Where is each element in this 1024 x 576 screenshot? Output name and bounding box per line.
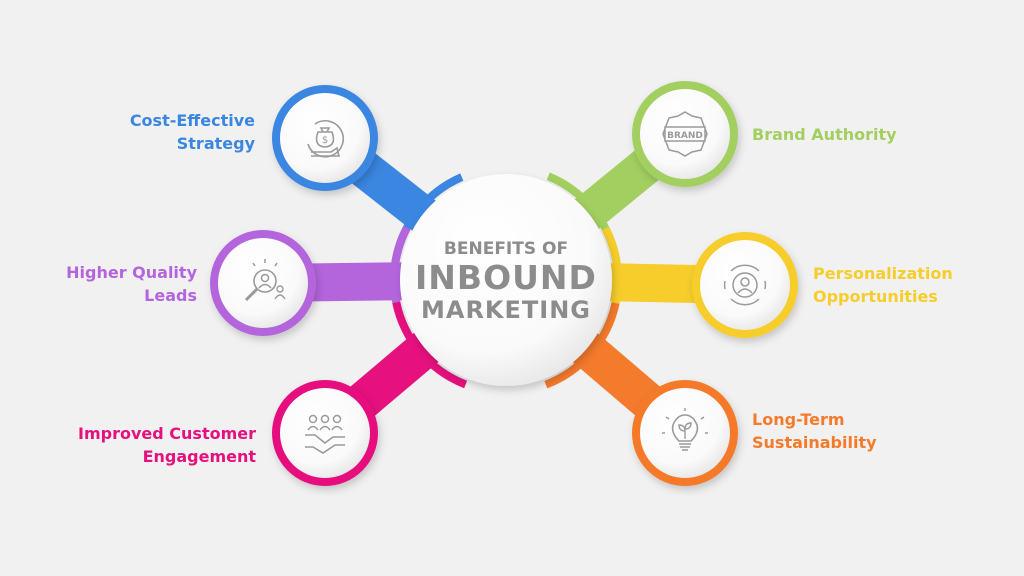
- title-line3: MARKETING: [420, 296, 591, 324]
- benefit-node: $: [272, 85, 378, 191]
- label-line: Long-Term: [752, 410, 845, 429]
- lightbulb-leaf-icon: [662, 408, 708, 451]
- label-line: Leads: [144, 286, 197, 305]
- brand-badge-icon: BRAND: [662, 111, 708, 157]
- label-line: Higher Quality: [66, 263, 197, 282]
- label-line: Personalization: [813, 264, 953, 283]
- benefit-node: [272, 380, 378, 486]
- node-circle: [218, 238, 308, 328]
- label-line: Improved Customer: [78, 424, 256, 443]
- node-circle: [280, 388, 370, 478]
- label-line: Strategy: [176, 134, 255, 153]
- title-line1: BENEFITS OF: [443, 239, 569, 259]
- center-ring-segment: [544, 302, 620, 389]
- benefit-node: [632, 380, 738, 486]
- node-circle: [700, 240, 790, 330]
- magnifier-people-icon: [244, 259, 286, 302]
- money-bag-cycle-icon: $: [307, 120, 345, 158]
- user-cycle-icon: [723, 264, 767, 306]
- title-line2: INBOUND: [415, 258, 597, 297]
- label-line: Sustainability: [752, 433, 877, 452]
- node-circle: [280, 93, 370, 183]
- benefit-node: [210, 230, 316, 336]
- center-title: BENEFITS OF INBOUND MARKETING: [406, 238, 606, 324]
- center-ring-segment: [392, 301, 468, 389]
- label-line: Engagement: [142, 447, 256, 466]
- benefit-node: BRAND: [632, 81, 738, 187]
- label-line: Brand Authority: [752, 125, 897, 144]
- benefit-node: [692, 232, 798, 338]
- handshake-people-icon: [305, 414, 345, 454]
- brand-icon-text: BRAND: [667, 131, 703, 141]
- label-line: Cost-Effective: [129, 111, 255, 130]
- svg-text:$: $: [322, 135, 328, 146]
- center-circle: [400, 174, 612, 386]
- label-brand-authority: Brand Authority: [752, 123, 897, 146]
- label-line: Opportunities: [813, 287, 938, 306]
